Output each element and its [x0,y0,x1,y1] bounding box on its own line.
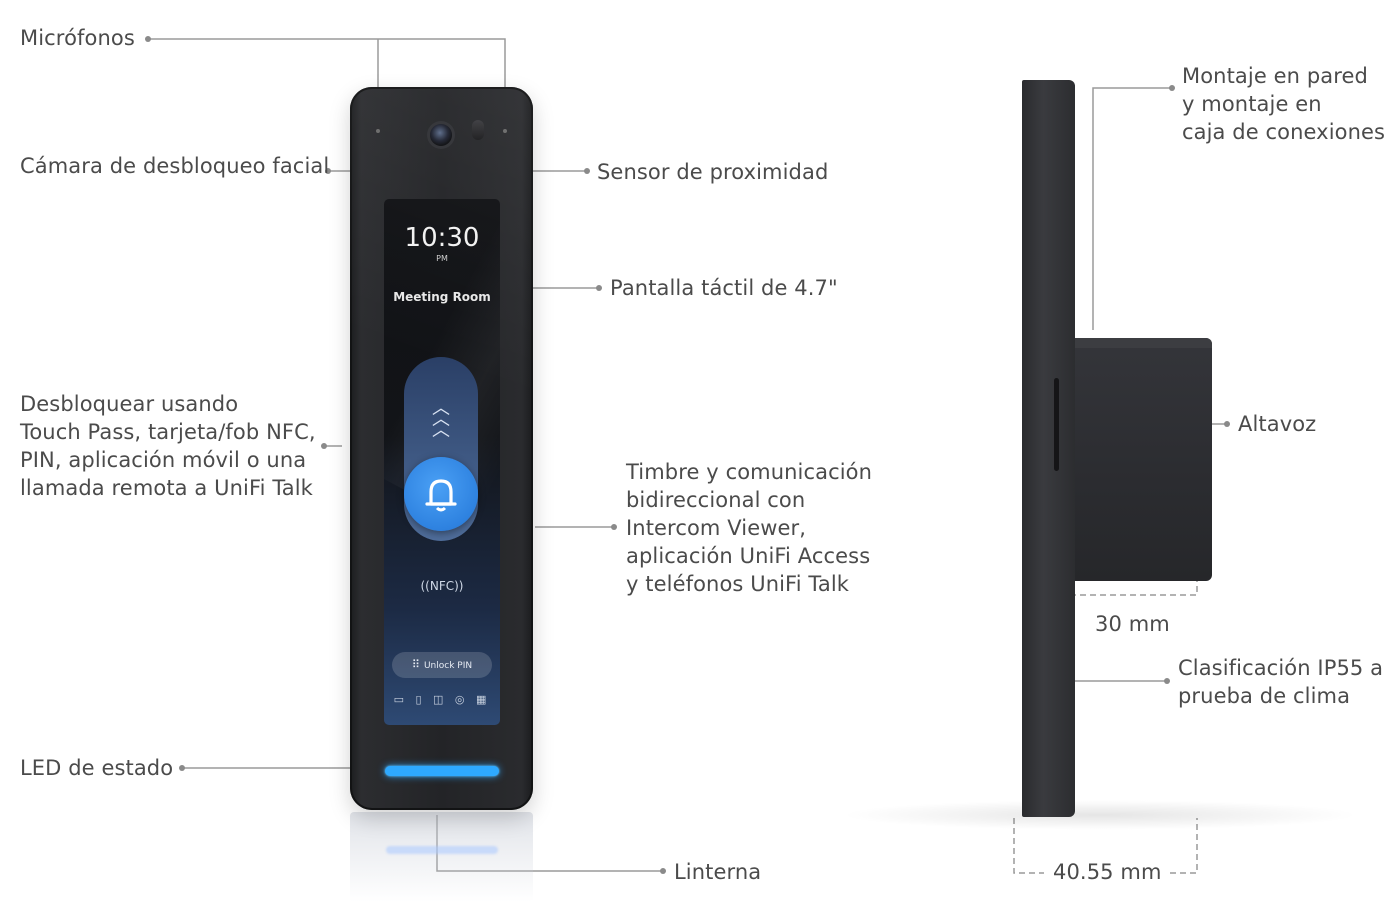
unlock-pin-label: Unlock PIN [423,661,473,671]
microphone-right [503,129,507,133]
chevron-up-icon: ︿ ︿ ︿ [432,398,450,441]
side-floor-shadow [840,800,1360,830]
label-mounting: Montaje en pared y montaje en caja de co… [1182,64,1386,144]
access-reader-front: 10:30 PM Meeting Room ︿ ︿ ︿ ((NFC)) ⠿Unl… [350,87,533,810]
label-flashlight: Linterna [674,860,762,884]
label-unlock-methods: Desbloquear usando Touch Pass, tarjeta/f… [20,392,316,500]
status-led [385,766,499,776]
nfc-indicator: ((NFC)) [420,579,464,593]
label-proximity-sensor: Sensor de proximidad [597,160,829,184]
screen-clock: 10:30 [404,223,480,253]
doorbell-button[interactable] [404,457,478,531]
label-ip-rating: Clasificación IP55 a prueba de clima [1178,656,1384,708]
led-reflection [386,846,498,854]
touchscreen[interactable]: 10:30 PM Meeting Room ︿ ︿ ︿ ((NFC)) ⠿Unl… [384,199,500,725]
access-reader-side [1022,80,1075,817]
label-doorbell: Timbre y comunicación bidireccional con … [626,460,873,596]
face-camera-lens [430,124,452,146]
screen-room-name: Meeting Room [393,290,491,304]
bell-icon [425,479,457,512]
label-touchscreen: Pantalla táctil de 4.7" [610,276,838,300]
unlock-pin-button[interactable]: ⠿Unlock PIN [392,652,492,678]
screen-ampm: PM [436,254,448,263]
label-microphones: Micrófonos [20,26,135,50]
label-status-led: LED de estado [20,756,174,780]
speaker-housing-top [1075,338,1212,348]
speaker-housing [1075,338,1212,581]
proximity-sensor [472,120,484,140]
label-face-camera: Cámara de desbloqueo facial [20,154,330,178]
dimension-depth-box: 30 mm [1095,612,1170,636]
dimension-depth-total: 40.55 mm [1053,860,1162,884]
unlock-method-icons: ▭ ▯ ◫ ◎ ▦ [393,693,491,706]
label-speaker: Altavoz [1238,412,1317,436]
microphone-left [376,129,380,133]
side-slot [1054,378,1059,471]
keypad-icon: ⠿ [411,658,420,671]
device-reflection [350,812,533,902]
